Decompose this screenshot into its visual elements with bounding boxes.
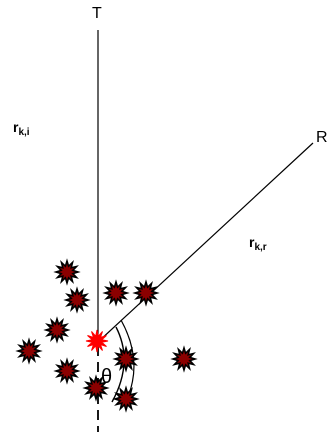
transmitter-label: T bbox=[92, 5, 102, 22]
scatterer-icon bbox=[170, 345, 198, 373]
scatterer-icon bbox=[53, 258, 81, 286]
scatterer-icon bbox=[102, 279, 130, 307]
scatterer-icon bbox=[132, 279, 160, 307]
scatterer-icon bbox=[112, 385, 140, 413]
reflected-distance-label: rk,r bbox=[249, 234, 267, 253]
receiver-line bbox=[97, 142, 314, 343]
theta-label: θ bbox=[101, 366, 112, 388]
receiver-label: R bbox=[316, 129, 328, 146]
scatterer-icon bbox=[82, 374, 110, 402]
scatterer-icon bbox=[63, 286, 91, 314]
source-burst-icon bbox=[85, 329, 109, 353]
scatterer-icon bbox=[15, 337, 43, 365]
source-burst bbox=[85, 329, 109, 353]
scatterers-group bbox=[15, 258, 198, 413]
scatterer-icon bbox=[112, 345, 140, 373]
reflected-distance-sub: k,r bbox=[254, 242, 266, 253]
incident-distance-label: rk,i bbox=[13, 119, 30, 138]
scatterer-icon bbox=[53, 357, 81, 385]
incident-distance-base: r bbox=[13, 119, 19, 135]
scatterer-icon bbox=[43, 316, 71, 344]
reflected-distance-base: r bbox=[249, 234, 255, 250]
incident-distance-sub: k,i bbox=[18, 127, 29, 138]
